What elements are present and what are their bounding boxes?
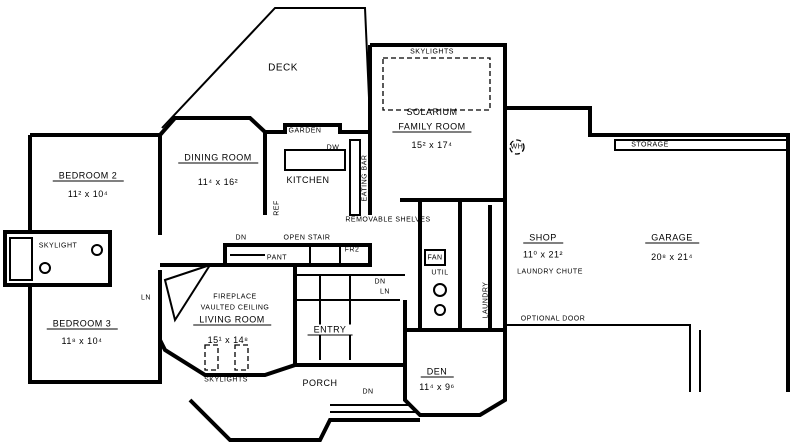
solarium-label: SOLARIUM [406, 107, 458, 117]
deck-outline [161, 7, 371, 129]
linen-label-entry: LN [380, 288, 390, 296]
skylight-label: SKYLIGHT [38, 242, 78, 250]
laundry-chute-label: LAUNDRY CHUTE [517, 268, 583, 276]
dn-entry-label: DN [374, 278, 386, 286]
porch-steps [330, 404, 415, 413]
vaulted-ceiling-label: VAULTED CEILING [200, 304, 270, 312]
removable-shelves-label: REMOVABLE SHELVES [345, 216, 431, 224]
fan-box [424, 249, 446, 266]
bedroom3-walls [28, 270, 162, 384]
deck-label: DECK [268, 62, 298, 74]
porch-label: PORCH [302, 378, 338, 388]
water-heater [509, 139, 525, 155]
optional-door-label: OPTIONAL DOOR [520, 315, 586, 323]
living-room-size: 15¹ x 14⁸ [207, 335, 249, 345]
solarium-skylights [382, 57, 491, 111]
fireplace-label: FIREPLACE [213, 293, 257, 301]
den-size: 11⁴ x 9⁶ [419, 382, 455, 392]
living-room-walls [158, 263, 297, 377]
dining-room-size: 11⁴ x 16² [197, 177, 239, 187]
garage-label: GARAGE [645, 233, 699, 244]
stair-walls [223, 243, 372, 267]
fr2-label: FR2 [344, 246, 360, 254]
entry-stair-lines [295, 274, 405, 360]
garage-size: 20⁸ x 21⁴ [651, 252, 693, 262]
bath-walls [3, 230, 112, 287]
garden-label: GARDEN [288, 127, 322, 135]
utility-walls [418, 200, 492, 330]
den-walls [403, 328, 507, 417]
shop-label: SHOP [523, 233, 563, 244]
fireplace-hatch [163, 263, 213, 323]
dining-room-label: DINING ROOM [178, 153, 258, 164]
optional-door-line [505, 324, 701, 392]
skylights-living-label: SKYLIGHTS [204, 376, 248, 384]
storage-label: STORAGE [631, 141, 669, 149]
pantry-label: PANT [266, 254, 288, 262]
garage-walls [505, 106, 790, 392]
shop-size: 11⁰ x 21² [523, 249, 563, 260]
ref-label: REF [273, 200, 281, 216]
dw-label: DW [326, 144, 340, 152]
linen-label-left: LN [141, 294, 151, 302]
tub [9, 237, 33, 281]
wh-label: WH [510, 143, 524, 151]
laundry-label: LAUNDRY [482, 281, 490, 319]
living-room-label: LIVING ROOM [193, 315, 271, 326]
eating-bar-label: EATING BAR [361, 154, 369, 202]
bedroom2-walls [28, 133, 162, 235]
storage-shelf [614, 139, 789, 151]
den-label: DEN [420, 367, 454, 378]
fan-label: FAN [427, 254, 443, 262]
util-label: UTIL [431, 269, 449, 277]
dn-porch-label: DN [362, 388, 374, 396]
skylights-label: SKYLIGHTS [410, 48, 454, 56]
bedroom2-size: 11² x 10⁴ [67, 189, 109, 199]
bedroom3-size: 11⁸ x 10⁴ [61, 336, 103, 346]
living-skylights [204, 344, 249, 371]
open-stair-label: OPEN STAIR [283, 234, 331, 242]
kitchen-label: KITCHEN [286, 175, 330, 185]
entry-label: ENTRY [307, 324, 353, 336]
family-room-size: 15² x 17⁴ [411, 140, 453, 150]
dining-room-walls [158, 116, 267, 215]
bedroom2-label: BEDROOM 2 [52, 171, 124, 182]
dn-stair-label: DN [235, 234, 247, 242]
kitchen-walls [265, 123, 372, 215]
bedroom3-label: BEDROOM 3 [46, 319, 118, 330]
family-room-label: FAMILY ROOM [392, 122, 472, 133]
porch-outline [188, 398, 420, 442]
